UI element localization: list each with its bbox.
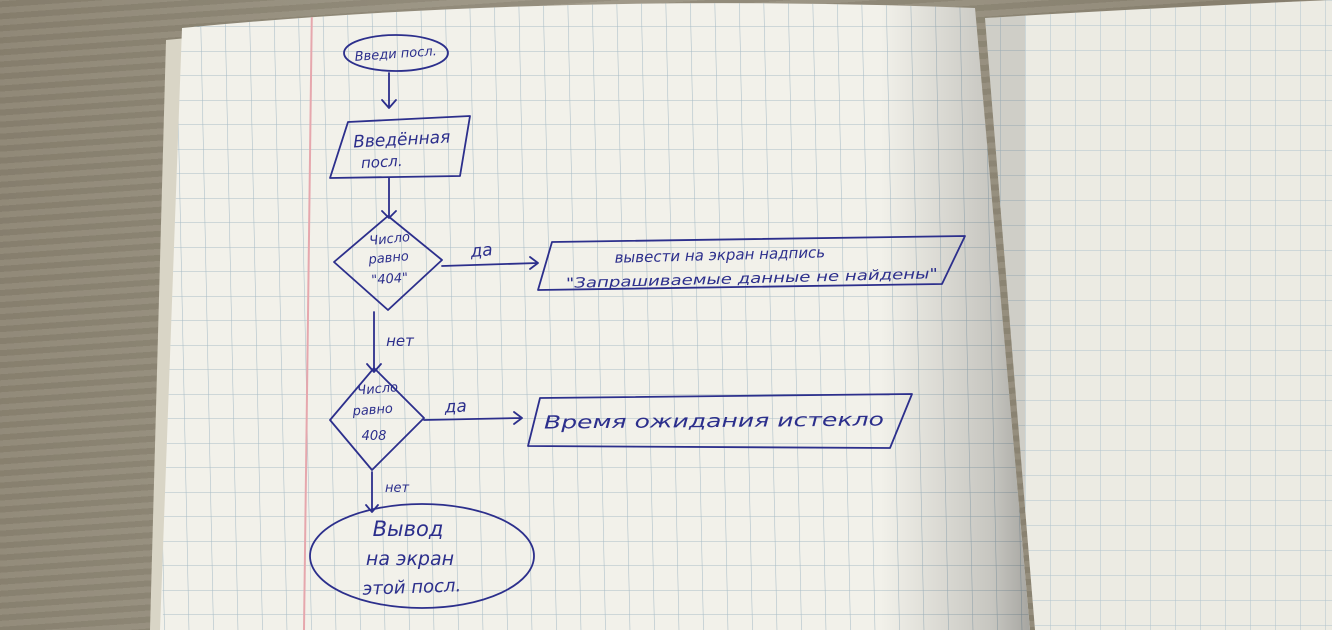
end-label-line2: на экран [366,548,454,570]
arrow-start-to-input [381,72,397,109]
end-label-line1: Вывод [373,517,444,541]
yes2-label: да [443,396,467,417]
right-page [985,0,1332,630]
end-label-line3: этой посл. [362,575,461,599]
arrow-decision2-yes [423,411,523,425]
output2-label: Время ожидания истекло [544,410,884,434]
decision2-diamond-shape [329,367,425,471]
input-label-line2: посл. [360,152,402,172]
output1-label-line1: вывести на экран надпись [614,243,825,267]
decision1-label-line2: равно [367,249,410,268]
decision1-label-line3: "404" [371,271,409,289]
decision2-label-line1: Число [357,380,399,399]
arrow-input-to-decision1 [381,177,397,219]
decision1-label-line1: Число [369,230,411,249]
output2-parallelogram-shape [527,393,913,449]
start-label: Введи посл. [354,44,437,65]
start-terminator-shape [343,34,449,72]
decision2-label-line3: 408 [362,429,387,444]
decision2-label-line2: равно [351,402,393,420]
input-parallelogram-shape [329,115,471,179]
arrow-decision1-yes [441,256,539,270]
arrow-decision1-no [366,311,382,373]
no2-label: нет [385,481,409,496]
end-terminator-shape [309,503,535,609]
margin-line [303,3,313,630]
output1-parallelogram-shape [537,235,966,291]
yes1-label: да [469,240,494,262]
arrow-decision2-no [365,471,379,513]
no1-label: нет [386,332,415,350]
decision1-diamond-shape [333,215,443,311]
left-page [160,3,1030,630]
